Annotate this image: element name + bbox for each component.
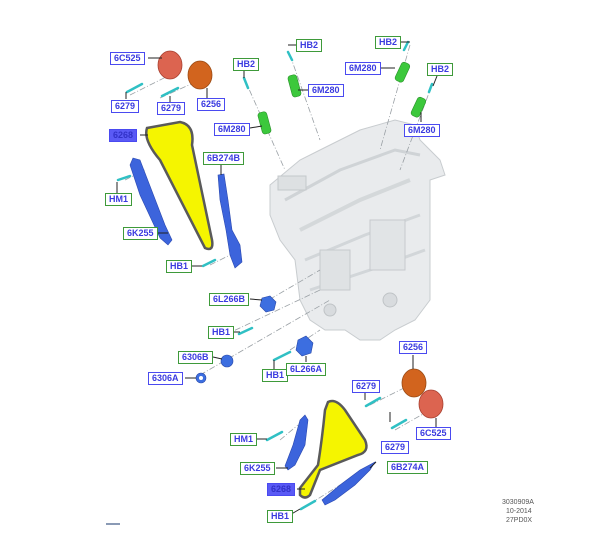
callout-6268-lower[interactable]: 6268 bbox=[267, 483, 296, 496]
phaser-6c525-lower bbox=[418, 389, 444, 419]
callout-6b274a[interactable]: 6B274A bbox=[387, 461, 429, 474]
callout-hb1-bottom[interactable]: HB1 bbox=[267, 510, 294, 523]
lower-timing-chain bbox=[298, 399, 368, 499]
callout-hm1-upper[interactable]: HM1 bbox=[105, 193, 133, 206]
callout-6279-upper-left[interactable]: 6279 bbox=[111, 100, 140, 113]
tensioner-6l266b bbox=[259, 295, 277, 313]
callout-6279-lower-left[interactable]: 6279 bbox=[352, 380, 381, 393]
lower-guide-6b274a bbox=[321, 461, 376, 506]
illustration-code: 27PD0X bbox=[506, 517, 533, 524]
callout-hb1-lower-mid[interactable]: HB1 bbox=[262, 369, 289, 382]
callout-hb2-left[interactable]: HB2 bbox=[233, 58, 260, 71]
lower-tensioner-arm bbox=[284, 414, 309, 471]
callout-6m280-center[interactable]: 6M280 bbox=[308, 84, 344, 97]
bolts bbox=[116, 40, 434, 511]
tensioner-6l266a bbox=[295, 335, 314, 357]
cam-phasers bbox=[157, 50, 444, 419]
phaser-6c525-upper bbox=[157, 50, 183, 80]
callout-6306b[interactable]: 6306B bbox=[178, 351, 213, 364]
scale-marker bbox=[106, 523, 120, 525]
upper-tensioner-arm bbox=[129, 157, 173, 246]
sprocket-6256-lower bbox=[401, 368, 427, 398]
tensioner-parts bbox=[195, 295, 314, 384]
callout-6279-lower-right[interactable]: 6279 bbox=[381, 441, 410, 454]
callout-6m280-right-top[interactable]: 6M280 bbox=[345, 62, 381, 75]
callout-6l266a[interactable]: 6L266A bbox=[286, 363, 327, 376]
callout-hm1-lower[interactable]: HM1 bbox=[230, 433, 258, 446]
callout-hb2-center[interactable]: HB2 bbox=[296, 39, 323, 52]
callout-6268-upper[interactable]: 6268 bbox=[109, 129, 138, 142]
callout-6l266b[interactable]: 6L266B bbox=[209, 293, 250, 306]
callout-6k255-lower[interactable]: 6K255 bbox=[240, 462, 275, 475]
callout-6c525-lower[interactable]: 6C525 bbox=[416, 427, 451, 440]
illustration-date: 10-2014 bbox=[506, 508, 532, 515]
callout-6306a[interactable]: 6306A bbox=[148, 372, 183, 385]
upper-guide-6b274b bbox=[217, 173, 243, 269]
illustration-number: 3030909A bbox=[502, 499, 534, 506]
callout-6256-lower[interactable]: 6256 bbox=[399, 341, 428, 354]
callout-hb1-upper[interactable]: HB1 bbox=[166, 260, 193, 273]
callout-6256-upper[interactable]: 6256 bbox=[197, 98, 226, 111]
callout-hb2-right-top[interactable]: HB2 bbox=[375, 36, 402, 49]
sprocket-6306b bbox=[220, 354, 234, 368]
upper-timing-chain bbox=[145, 120, 214, 251]
engine-block-illustration bbox=[269, 119, 446, 341]
callout-hb2-far-right[interactable]: HB2 bbox=[427, 63, 454, 76]
callout-6k255-upper[interactable]: 6K255 bbox=[123, 227, 158, 240]
callout-6b274b[interactable]: 6B274B bbox=[203, 152, 245, 165]
callout-leaders bbox=[116, 41, 438, 517]
callout-6m280-left[interactable]: 6M280 bbox=[214, 123, 250, 136]
callout-6m280-far-right[interactable]: 6M280 bbox=[404, 124, 440, 137]
callout-hb1-middle[interactable]: HB1 bbox=[208, 326, 235, 339]
callout-6c525-upper[interactable]: 6C525 bbox=[110, 52, 145, 65]
callout-6279-upper-right[interactable]: 6279 bbox=[157, 102, 186, 115]
sprocket-6256-upper bbox=[187, 60, 213, 90]
oil-control-solenoids bbox=[257, 61, 427, 135]
chain-guides bbox=[129, 157, 376, 506]
